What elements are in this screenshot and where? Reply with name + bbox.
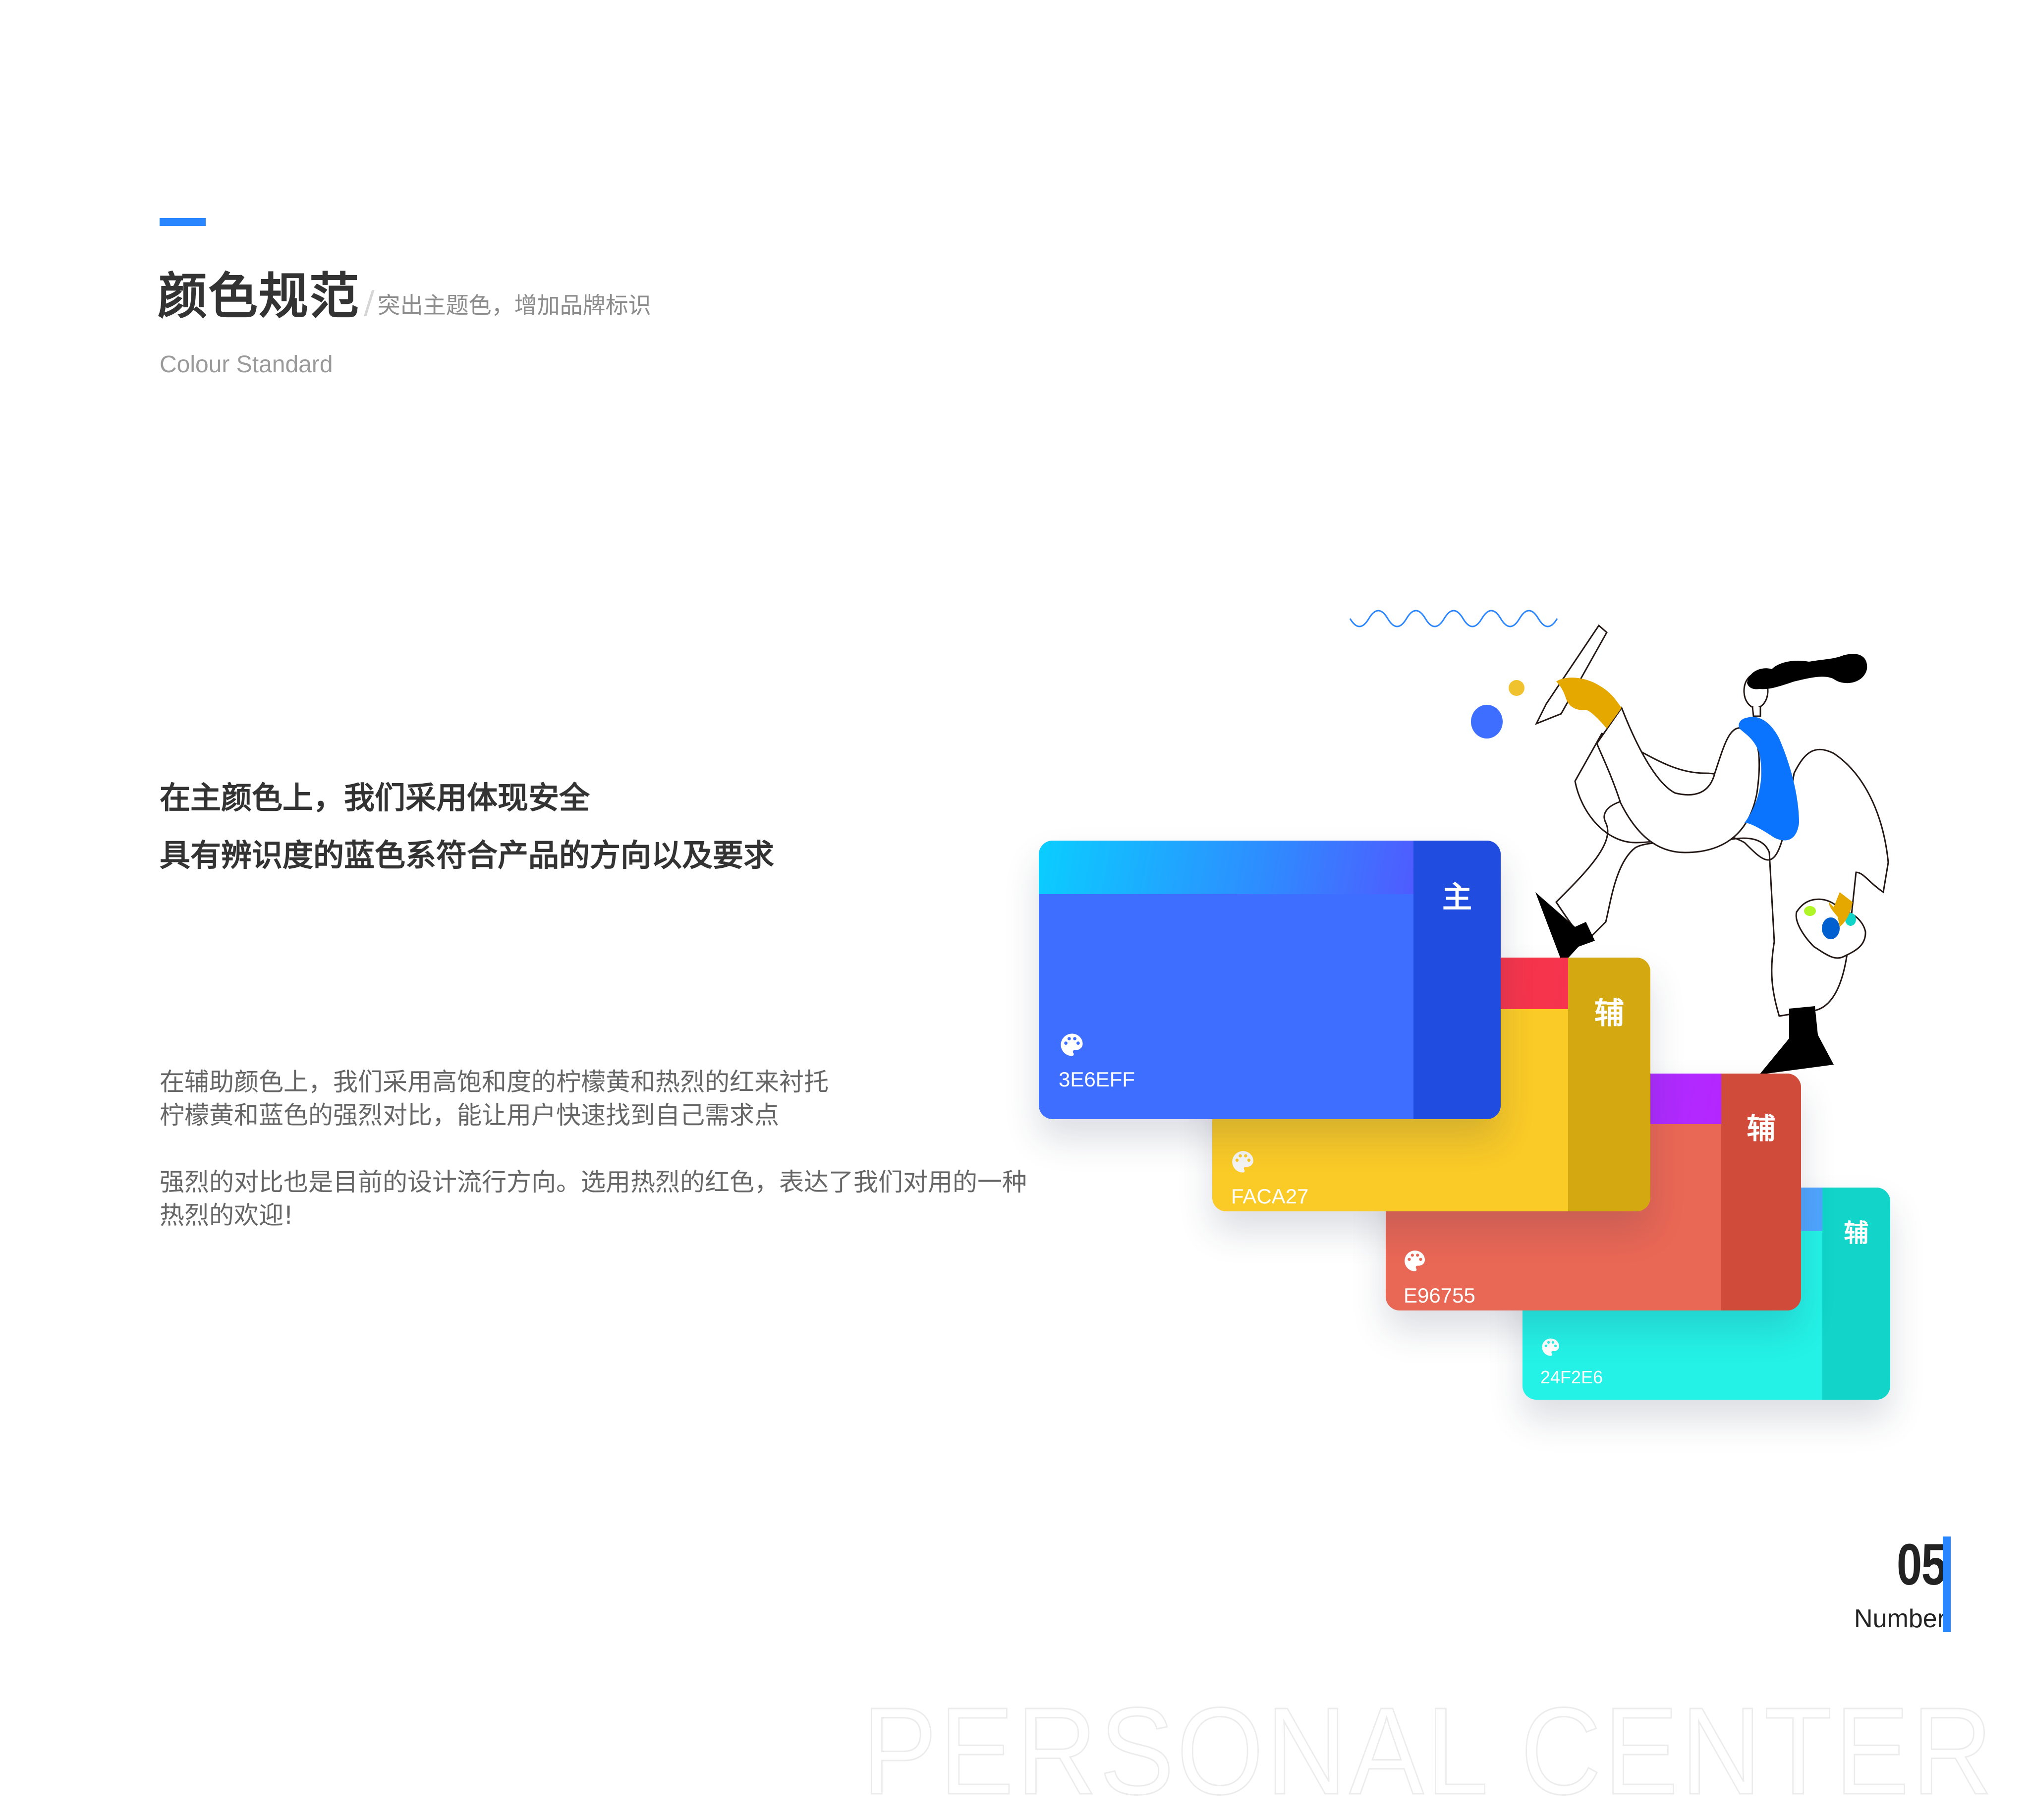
palette-icon	[1232, 1151, 1253, 1173]
card-role-label: 辅	[1844, 1219, 1869, 1248]
page-title: 颜色规范	[158, 267, 360, 325]
art-palette	[1795, 898, 1866, 959]
card-role-label: 辅	[1594, 996, 1624, 1031]
shoe-right	[1759, 1006, 1834, 1075]
hand-palette	[1829, 892, 1853, 927]
card-hex-code: FACA27	[1231, 1185, 1309, 1208]
hand	[1556, 678, 1622, 729]
shoe-left	[1535, 892, 1595, 964]
card-stripe: 辅	[1568, 958, 1650, 1211]
accent-bar	[160, 218, 206, 226]
page-number: 05	[1896, 1532, 1947, 1597]
card-hex-code: 24F2E6	[1540, 1367, 1603, 1387]
page-number-label: Number	[1854, 1604, 1946, 1633]
card-stripe: 辅	[1822, 1188, 1890, 1400]
color-card-blue[interactable]: 主 3E6EFF	[1039, 841, 1501, 1119]
title-separator: /	[364, 284, 375, 321]
card-hex-code: 3E6EFF	[1059, 1068, 1135, 1091]
palette-icon	[1061, 1033, 1083, 1056]
page-subtitle: 突出主题色，增加品牌标识	[377, 292, 651, 319]
body-line: 热烈的欢迎!	[160, 1201, 294, 1230]
pencil	[1534, 624, 1608, 725]
body-text: 在辅助颜色上，我们采用高饱和度的柠檬黄和热烈的红来衬托 柠檬黄和蓝色的强烈对比，…	[160, 1066, 1027, 1232]
palette-icon	[1542, 1338, 1559, 1356]
card-hex-code: E96755	[1404, 1284, 1475, 1307]
hair	[1747, 654, 1867, 689]
lead-line: 在主颜色上，我们采用体现安全	[160, 780, 590, 816]
body-line: 在辅助颜色上，我们采用高饱和度的柠檬黄和热烈的红来衬托	[160, 1068, 829, 1096]
body-line: 柠檬黄和蓝色的强烈对比，能让用户快速找到自己需求点	[160, 1101, 779, 1130]
head	[1743, 673, 1769, 709]
page-title-english: Colour Standard	[160, 351, 333, 378]
blue-dot	[1471, 705, 1503, 739]
body-line: 强烈的对比也是目前的设计流行方向。选用热烈的红色，表达了我们对用的一种	[160, 1168, 1027, 1196]
watermark-text: PERSONAL CENTER	[862, 1682, 1995, 1820]
palette-icon	[1405, 1251, 1425, 1271]
card-role-label: 主	[1442, 880, 1472, 915]
wave-decoration	[1349, 610, 1558, 627]
card-band	[1039, 841, 1413, 894]
title-row: 颜色规范 / 突出主题色，增加品牌标识	[158, 272, 651, 321]
lead-line: 具有辨识度的蓝色系符合产品的方向以及要求	[160, 837, 775, 873]
page-number-bar	[1943, 1536, 1951, 1632]
card-stripe: 主	[1413, 841, 1501, 1119]
yellow-dot	[1509, 680, 1524, 696]
card-stripe: 辅	[1721, 1074, 1801, 1310]
lead-statement: 在主颜色上，我们采用体现安全 具有辨识度的蓝色系符合产品的方向以及要求	[160, 769, 774, 884]
card-role-label: 辅	[1747, 1112, 1776, 1145]
